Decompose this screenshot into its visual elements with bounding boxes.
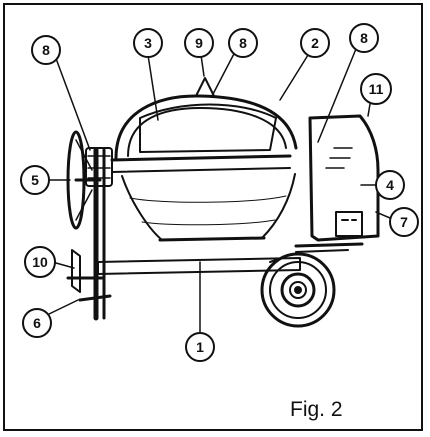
callout-10: 10 [24, 246, 56, 278]
callout-label: 10 [32, 254, 48, 270]
callout-label: 3 [144, 35, 152, 51]
callout-2: 2 [300, 28, 330, 58]
callout-label: 11 [369, 81, 384, 97]
callout-9: 9 [184, 28, 214, 58]
callout-4: 4 [375, 170, 405, 200]
motor-housing [294, 114, 380, 253]
callout-8a: 8 [31, 35, 61, 65]
callout-11: 11 [360, 73, 392, 105]
callout-label: 6 [33, 315, 41, 331]
drum [110, 154, 296, 242]
callout-label: 7 [400, 214, 408, 230]
callout-7: 7 [389, 207, 419, 237]
callout-label: 8 [239, 35, 247, 51]
callout-label: 1 [196, 339, 204, 355]
callout-label: 8 [42, 42, 50, 58]
figure-caption: Fig. 2 [290, 398, 343, 421]
callout-label: 2 [311, 35, 319, 51]
wheel [260, 252, 336, 328]
callout-markers: 1 2 3 4 5 6 7 8 [20, 23, 419, 362]
callout-label: 9 [195, 35, 203, 51]
callout-8b: 8 [228, 28, 258, 58]
callout-3: 3 [133, 28, 163, 58]
tilt-lever [66, 249, 112, 302]
callout-8c: 8 [349, 23, 379, 53]
gear-hub [85, 147, 113, 187]
callout-label: 4 [386, 177, 394, 193]
callout-6: 6 [22, 308, 52, 338]
callout-5: 5 [20, 165, 50, 195]
callout-1: 1 [185, 332, 215, 362]
drum-handle [114, 77, 298, 160]
figure-frame [3, 3, 423, 431]
callout-label: 8 [360, 30, 368, 46]
callout-label: 5 [31, 172, 39, 188]
leader-lines [48, 43, 391, 333]
